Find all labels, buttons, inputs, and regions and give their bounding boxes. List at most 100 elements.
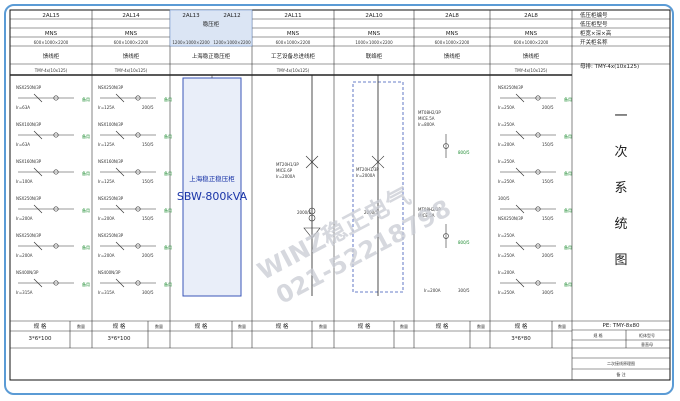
breaker-rating: Ir=200A xyxy=(498,142,515,147)
breaker-label: MICE.6P xyxy=(276,168,293,173)
ct-label: 800/5 xyxy=(458,150,470,155)
ct-label: 300/5 xyxy=(458,288,470,293)
cabinet-size: 600×1000×2200 xyxy=(114,40,149,45)
spec-header: 规 格 xyxy=(515,322,528,330)
breaker-label: 300/5 xyxy=(498,196,510,201)
breaker-rating: Ir=250A xyxy=(498,290,515,295)
breaker-label: Ir=2000A xyxy=(356,173,375,178)
breaker-label: NSX250N/3P xyxy=(16,196,42,201)
ct-label: 300/5 xyxy=(142,290,154,295)
title-char: 次 xyxy=(614,144,627,160)
breaker-rating: Ir=200A xyxy=(98,216,115,221)
cabinet-size: 1200×1000×2200 xyxy=(172,40,210,45)
breaker-label: NS400N/3P xyxy=(98,270,121,275)
breaker-symbol xyxy=(33,278,43,288)
diagram-frame: 2AL15 2AL14 2AL13 2AL12 2AL11 2AL10 2AL8… xyxy=(4,4,674,395)
breaker-symbol xyxy=(515,241,525,251)
cabinet-number: 2AL8 xyxy=(524,13,538,19)
cabinet-name: 工艺设备总进线柜 xyxy=(271,52,316,60)
breaker-label: NSX250N/3P xyxy=(16,233,42,238)
cabinet-name: 上海稳正稳压柜 xyxy=(192,52,231,60)
breaker-label: NSX160N/3P xyxy=(98,159,124,164)
cabinet-size: 1200×1000×2200 xyxy=(213,40,251,45)
spare-tag: 备用 xyxy=(164,244,172,250)
ct-label: 200/5 xyxy=(542,253,554,258)
busbar-label: TMY-4x(10x125) xyxy=(276,68,310,73)
breaker-rating: Ir=250A xyxy=(498,179,515,184)
cabinet-model: MNS xyxy=(45,31,58,37)
spare-tag: 备用 xyxy=(164,96,172,102)
ct-label: 150/5 xyxy=(542,142,554,147)
ct-label: 200/5 xyxy=(142,253,154,258)
single-line-diagram: 2AL15 2AL14 2AL13 2AL12 2AL11 2AL10 2AL8… xyxy=(9,9,671,381)
ct-symbol xyxy=(53,169,59,175)
voltage-regulator: 上海稳正稳压柜 SBW-800kVA xyxy=(177,75,248,297)
merged-cabinet-label: 稳压柜 xyxy=(203,20,220,28)
breaker-label: NSX250N/3P xyxy=(98,233,124,238)
busbar-label: TMY-4x(10x125) xyxy=(514,68,548,73)
spare-tag: 备用 xyxy=(82,133,90,139)
breaker-rating: Ir=63A xyxy=(16,105,30,110)
spare-tag: 备用 xyxy=(82,244,90,250)
breaker-label: NSX250N/3P xyxy=(498,85,524,90)
ct-symbol xyxy=(535,280,541,286)
qty-header: 数量 xyxy=(319,323,327,329)
breaker-label: MT08H2/3P xyxy=(418,207,441,212)
breaker-rating: Ir=125A xyxy=(98,142,115,147)
breaker-rating: Ir=250A xyxy=(498,105,515,110)
ct-label: 2000/5 xyxy=(364,210,379,215)
ct-symbol xyxy=(53,132,59,138)
spare-tag: 备用 xyxy=(564,281,572,287)
spare-tag: 备用 xyxy=(164,207,172,213)
ct-label: 150/5 xyxy=(542,216,554,221)
breaker-label: MT20H1/3P xyxy=(276,162,299,167)
ct-symbol xyxy=(535,243,541,249)
ct-symbol xyxy=(535,169,541,175)
title-char: 图 xyxy=(614,253,627,268)
qty-header: 数量 xyxy=(77,323,85,329)
breaker-rating: Ir=125A xyxy=(98,105,115,110)
breaker-label: Ir=250A xyxy=(498,122,515,127)
breaker-symbol xyxy=(115,130,125,140)
cabinet-size: 600×1000×2200 xyxy=(34,40,69,45)
spare-tag: 备用 xyxy=(82,207,90,213)
ct-label: 800/5 xyxy=(458,240,470,245)
ct-label: 300/5 xyxy=(542,290,554,295)
breaker-label: MICE.5A xyxy=(418,116,435,121)
breaker-label: Ir=250A xyxy=(498,159,515,164)
qty-header: 数量 xyxy=(155,323,163,329)
right-row-label: 备 注 xyxy=(616,371,625,377)
feeder-column-2AL8a: MT08H2/3P MICE.5A Ir=800A 800/5 MT08H2/3… xyxy=(418,110,470,293)
right-row-label: 规 格 xyxy=(593,332,602,338)
busbar-right-label: 母排: TMY-4x(10x125) xyxy=(580,62,639,70)
breaker-label: NSX100N/3P xyxy=(16,122,42,127)
cabinet-number-row: 2AL15 2AL14 2AL13 2AL12 2AL11 2AL10 2AL8… xyxy=(42,13,538,28)
breaker-symbol xyxy=(115,93,125,103)
cabinet-name: 馈线柜 xyxy=(523,52,540,60)
cabinet-size: 600×1000×2200 xyxy=(514,40,549,45)
right-row-label: 柜体型号 xyxy=(639,332,655,338)
breaker-symbol xyxy=(115,278,125,288)
cabinet-name: 联络柜 xyxy=(366,52,383,60)
right-label: 柜宽×深×高 xyxy=(580,29,612,37)
cabinet-model: MNS xyxy=(446,31,459,37)
breaker-label: Ir=200A xyxy=(424,288,441,293)
cabinet-name: 馈线柜 xyxy=(123,52,140,60)
breaker-label: Ir=800A xyxy=(418,122,435,127)
right-header-labels: 低压柜编号 低压柜型号 柜宽×深×高 开关柜名称 母排: TMY-4x(10x1… xyxy=(580,11,639,70)
spare-tag: 备用 xyxy=(82,96,90,102)
feeder-column-2AL15: NSX250N/3PIr=63A备用NSX100N/3PIr=63A备用NSX1… xyxy=(16,85,90,295)
size-row: 600×1000×2200 600×1000×2200 1200×1000×22… xyxy=(34,40,549,45)
ct-label: 150/5 xyxy=(142,179,154,184)
cabinet-number: 2AL14 xyxy=(122,13,140,19)
spare-tag: 备用 xyxy=(164,133,172,139)
ct-label: 150/5 xyxy=(142,142,154,147)
spec-header: 规 格 xyxy=(113,322,126,330)
breaker-rating: Ir=125A xyxy=(98,179,115,184)
cabinet-model: MNS xyxy=(368,31,381,37)
qty-header: 数量 xyxy=(400,323,408,329)
spare-tag: 备用 xyxy=(564,244,572,250)
title-char: 系 xyxy=(614,181,627,196)
spare-tag: 备用 xyxy=(82,170,90,176)
breaker-label: NSX160N/3P xyxy=(16,159,42,164)
